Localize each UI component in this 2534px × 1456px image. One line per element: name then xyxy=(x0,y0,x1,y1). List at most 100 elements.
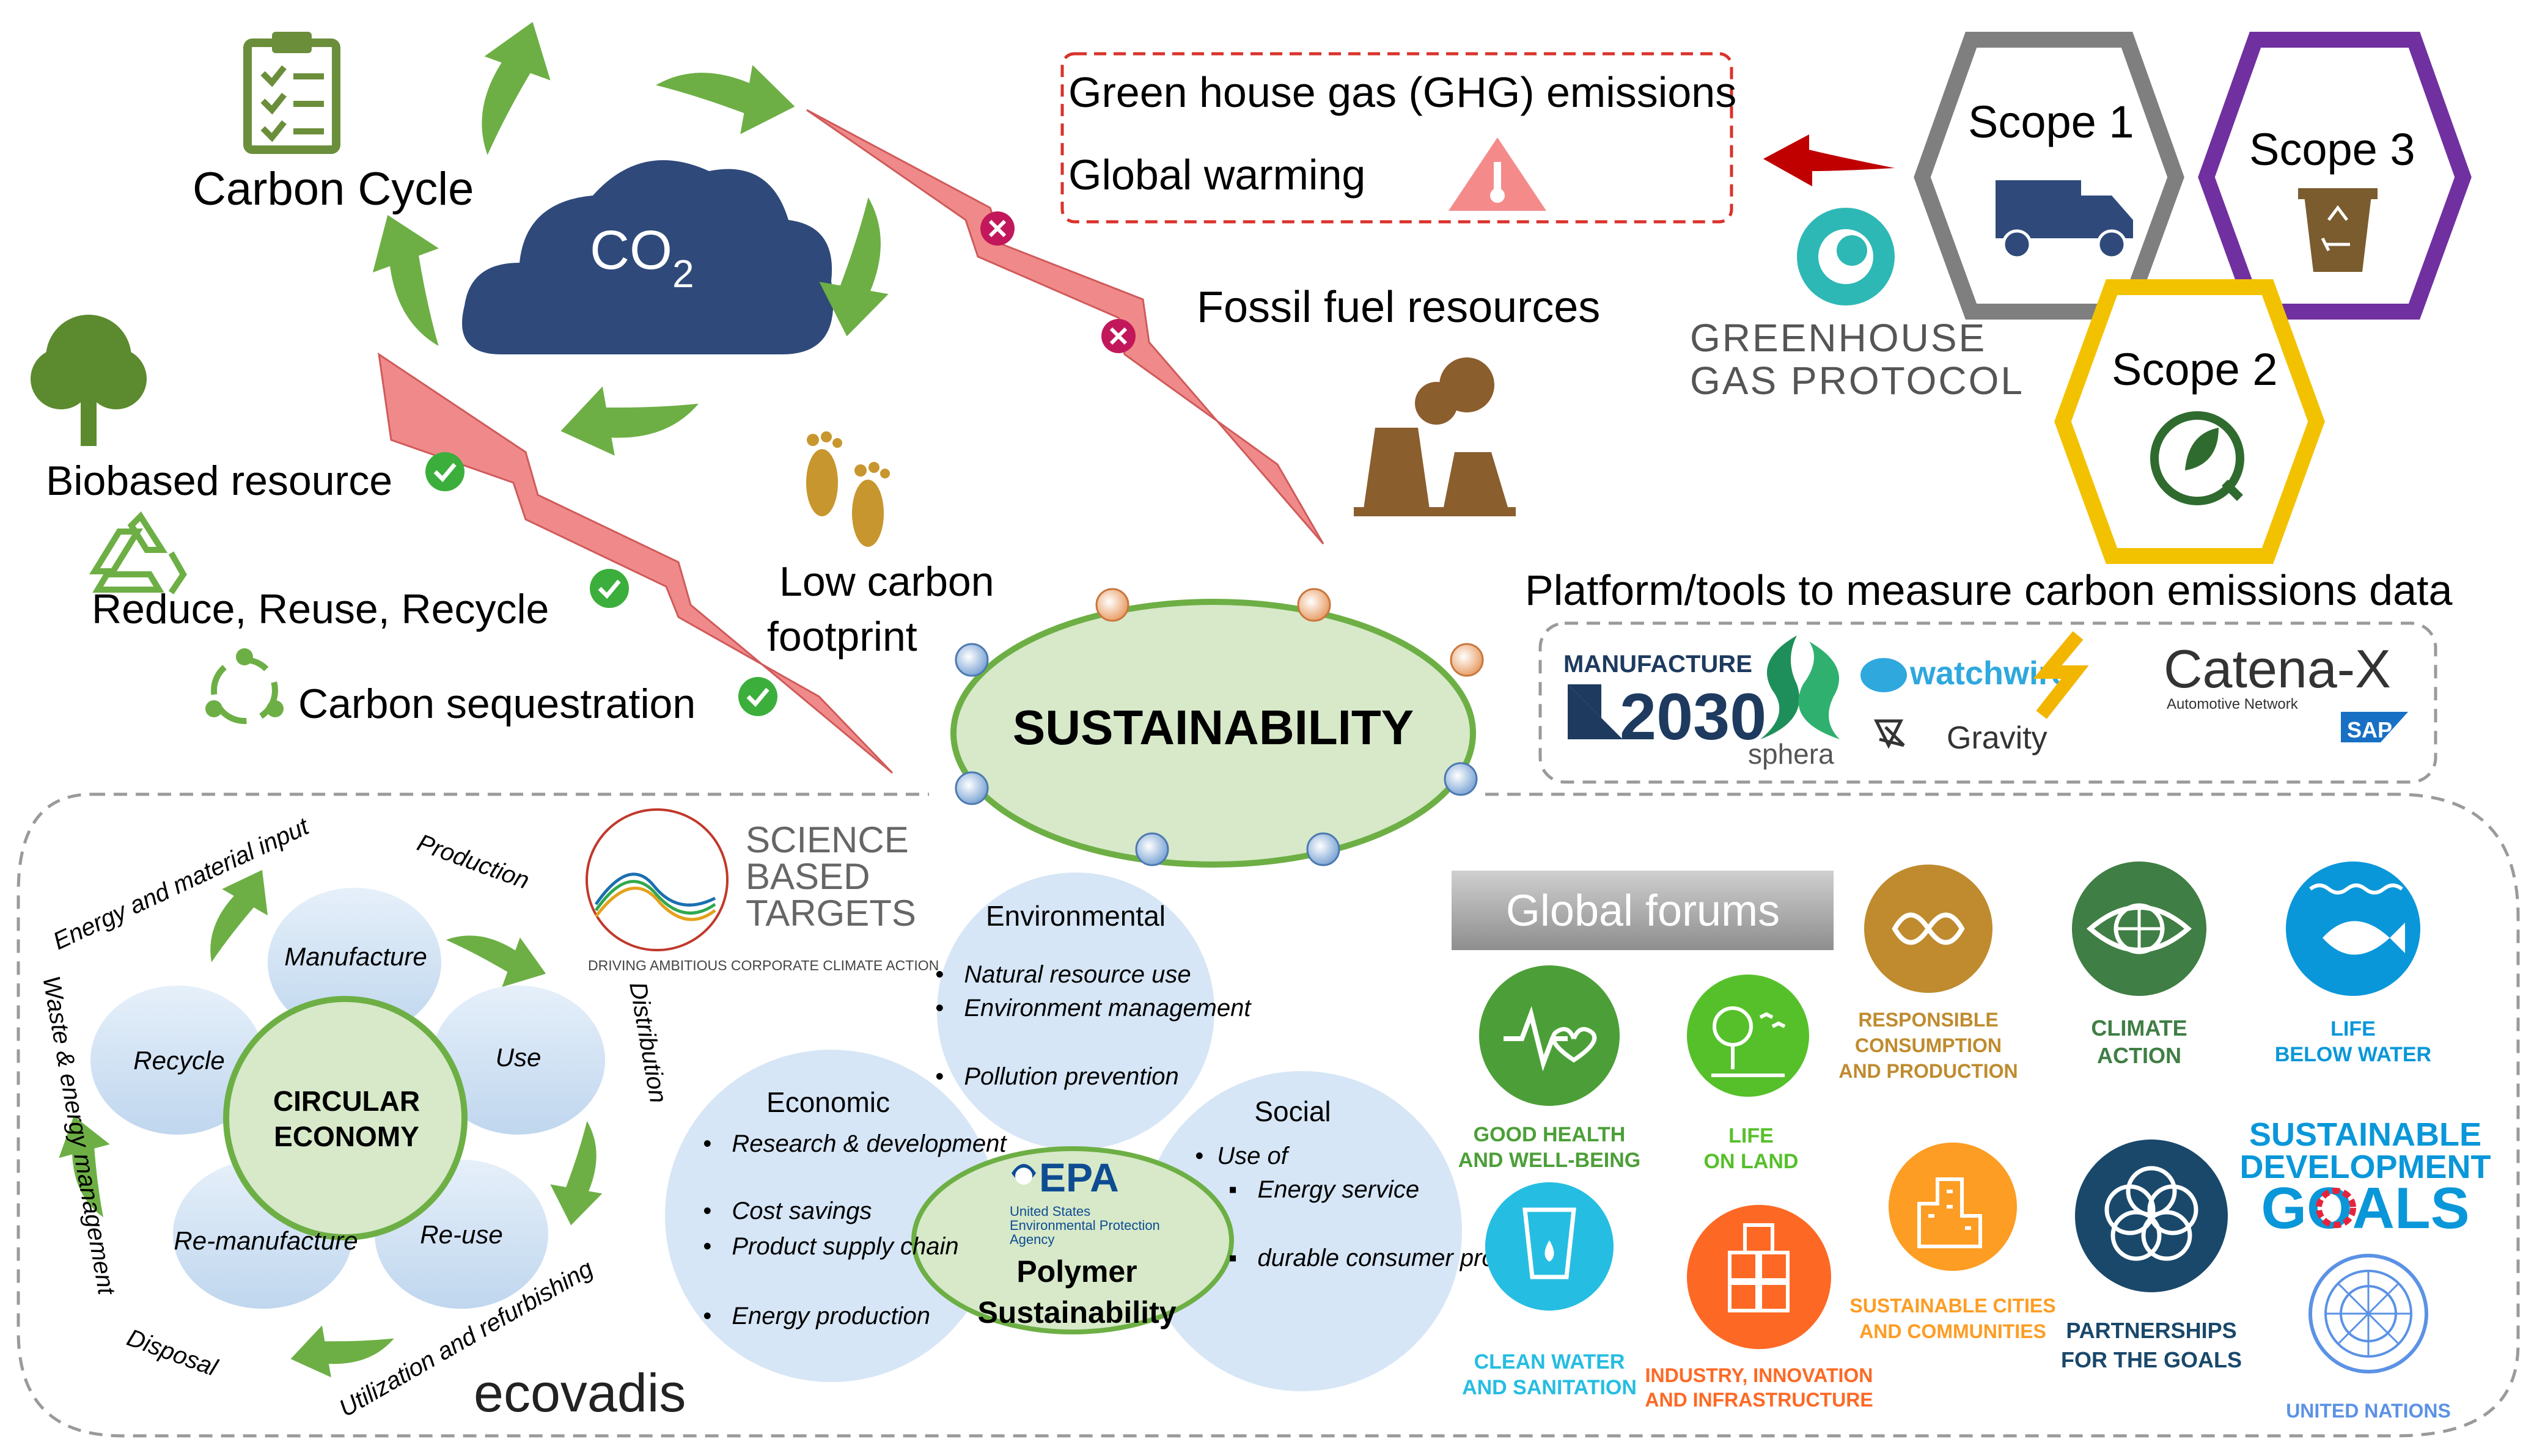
venn-economic-item: • Product supply chain xyxy=(703,1233,959,1260)
petal-remanufacture: Re-manufacture xyxy=(174,1226,358,1255)
ghg-protocol-line1: GREENHOUSE xyxy=(1690,316,1986,360)
sdg-responsible-consumption-icon xyxy=(1864,865,1992,993)
co2-cloud xyxy=(462,160,834,354)
low-carbon-line2: footprint xyxy=(767,613,917,660)
sdg-label: RESPONSIBLE xyxy=(1858,1009,1998,1031)
petal-reuse: Re-use xyxy=(420,1220,502,1249)
manufacture-line2: 2030 xyxy=(1620,679,1766,753)
check-icon xyxy=(425,452,465,491)
manufacture-line1: MANUFACTURE xyxy=(1563,651,1752,678)
sdg-label: AND PRODUCTION xyxy=(1838,1060,2018,1082)
sdg-wheel-icon xyxy=(2316,1188,2356,1228)
sbt-line3: TARGETS xyxy=(746,893,916,934)
ghg-protocol-logo xyxy=(1797,208,1895,305)
check-icon xyxy=(590,569,629,608)
sdg-label: AND SANITATION xyxy=(1462,1376,1637,1399)
sdg-label: CONSUMPTION xyxy=(1855,1034,2002,1056)
sustainability-label: SUSTAINABILITY xyxy=(1013,700,1414,755)
arrow-production-label: Production xyxy=(414,829,533,894)
co2-label: CO2 xyxy=(590,220,694,296)
tree-icon xyxy=(31,315,147,446)
global-forums-title: Global forums xyxy=(1506,887,1780,935)
cycle-arrow xyxy=(453,10,567,167)
ghg-line2: Global warming xyxy=(1068,151,1365,199)
sdg-sustainable-cities-icon xyxy=(1889,1143,2017,1271)
ghg-protocol-line2: GAS PROTOCOL xyxy=(1690,359,2024,403)
fossil-label: Fossil fuel resources xyxy=(1197,283,1600,332)
sdg-industry-icon xyxy=(1687,1205,1831,1349)
ghg-box xyxy=(1060,52,1733,224)
biobased-label: Biobased resource xyxy=(46,458,392,504)
sbt-tagline: DRIVING AMBITIOUS CORPORATE CLIMATE ACTI… xyxy=(588,957,939,973)
sdg-label: PARTNERSHIPS xyxy=(2066,1318,2236,1343)
scope3-hexagon xyxy=(2198,32,2472,320)
petal-use: Use xyxy=(496,1043,542,1072)
venn-economic-item: • Research & development xyxy=(703,1130,1007,1157)
positive-bolt xyxy=(378,352,894,774)
scope2-label: Scope 2 xyxy=(2112,344,2278,395)
x-icon xyxy=(1101,319,1136,353)
low-carbon-line1: Low carbon xyxy=(779,558,994,605)
scope1-hexagon xyxy=(1914,32,2184,320)
sdg-partnerships-icon xyxy=(2075,1140,2228,1292)
ellipse-bead xyxy=(1095,588,1129,622)
warning-thermometer-icon xyxy=(1449,137,1546,211)
sdg-label: CLEAN WATER xyxy=(1474,1350,1625,1374)
sdg-label: INDUSTRY, INNOVATION xyxy=(1645,1364,1873,1386)
sdg-label: AND COMMUNITIES xyxy=(1859,1320,2046,1342)
catenax-sub: Automotive Network xyxy=(2167,696,2299,712)
sbt-line2: BASED xyxy=(746,856,870,897)
arrow-distribution-label: Distribution xyxy=(624,980,672,1105)
recycle-icon xyxy=(89,511,187,594)
venn-economic-item: • Cost savings xyxy=(703,1198,872,1224)
sdg-label: LIFE xyxy=(1728,1124,1774,1147)
ecovadis-label: ecovadis xyxy=(474,1363,686,1423)
un-emblem-icon xyxy=(2308,1254,2428,1374)
venn-environmental-item: • Natural resource use xyxy=(935,961,1191,988)
plug-leaf-icon xyxy=(2150,411,2244,505)
circular-economy-flower xyxy=(87,884,609,1312)
sdg-life-below-water-icon xyxy=(2286,862,2420,996)
venn-economic-title: Economic xyxy=(766,1086,890,1118)
sequestration-label: Carbon sequestration xyxy=(298,681,696,727)
sdg-clean-water-icon xyxy=(1485,1182,1614,1311)
petal-recycle: Recycle xyxy=(133,1046,224,1075)
x-icon xyxy=(980,211,1015,246)
polymer-line1: Polymer xyxy=(1016,1254,1137,1289)
truck-icon xyxy=(1996,180,2133,260)
sdg-logo-line2: DEVELOPMENT xyxy=(2239,1149,2491,1185)
venn-environmental-title: Environmental xyxy=(986,900,1166,932)
ellipse-bead xyxy=(1306,832,1340,866)
cycle-arrow xyxy=(650,49,801,143)
cycle-arrow xyxy=(356,202,471,359)
sdg-climate-action-icon xyxy=(2072,862,2206,996)
manufacture-2030-logo xyxy=(1568,684,1623,739)
cycle-arrow xyxy=(554,370,705,464)
un-label: UNITED NATIONS xyxy=(2286,1400,2451,1422)
scope3-label: Scope 3 xyxy=(2249,124,2415,175)
watchwire-cloud-icon xyxy=(1860,658,1907,692)
sphera-logo xyxy=(1760,635,1840,739)
sdg-label: AND WELL-BEING xyxy=(1458,1149,1640,1172)
sdg-label: BELOW WATER xyxy=(2275,1043,2431,1066)
arrow-disposal-label: Disposal xyxy=(123,1324,221,1381)
gravity-label: Gravity xyxy=(1947,720,2047,756)
ellipse-bead xyxy=(1297,588,1331,622)
sbt-logo xyxy=(586,808,729,951)
venn-environmental-item: • Pollution prevention xyxy=(935,1063,1179,1090)
ellipse-bead xyxy=(1444,762,1478,796)
venn-social-title: Social xyxy=(1254,1096,1331,1127)
check-icon xyxy=(738,677,777,716)
ellipse-bead xyxy=(1135,832,1169,866)
epa-logo-icon xyxy=(1012,1164,1036,1185)
sbt-line1: SCIENCE xyxy=(746,819,909,860)
recycle-bin-icon xyxy=(2298,188,2378,272)
catenax-icon xyxy=(2033,631,2089,719)
epa-sub1: United States xyxy=(1010,1204,1090,1219)
epa-sub2: Environmental Protection xyxy=(1010,1218,1160,1233)
sdg-logo-line1: SUSTAINABLE xyxy=(2249,1116,2481,1153)
circular-center-line2: ECONOMY xyxy=(274,1121,419,1152)
carbon-cycle-label: Carbon Cycle xyxy=(193,163,474,215)
power-plant-icon xyxy=(1354,357,1516,516)
scope2-hexagon xyxy=(2054,279,2325,564)
